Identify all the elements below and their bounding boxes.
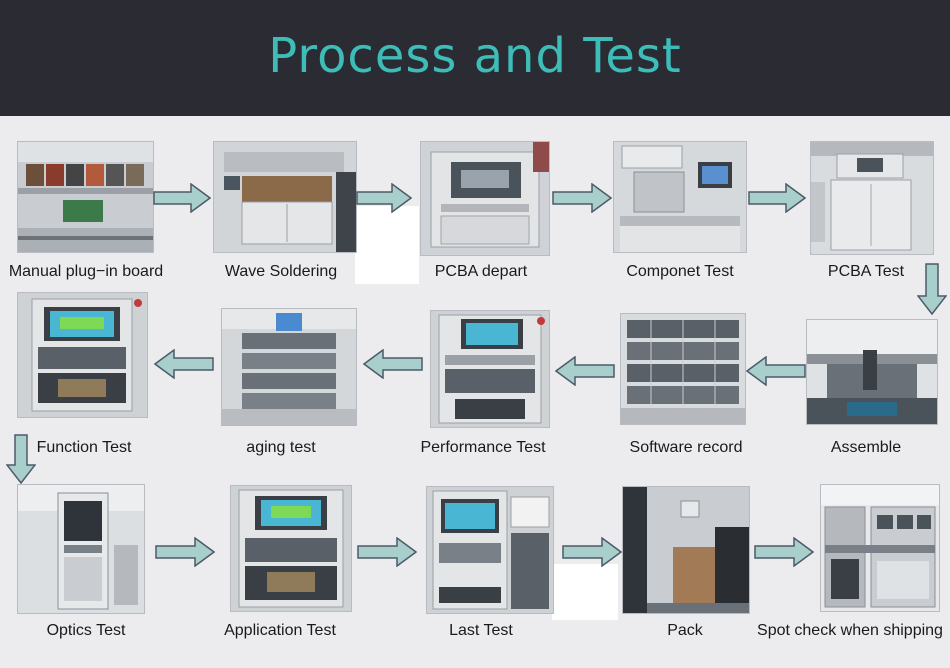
right-arrow-icon [748,183,806,213]
step-photo-componet-test [613,141,747,253]
step-label: Componet Test [626,263,734,280]
down-arrow-icon [6,434,36,484]
step-photo-performance-test [430,310,550,428]
step-label: Performance Test [420,439,546,456]
left-arrow-icon [555,356,615,386]
process-diagram: Manual plug−in board Wave Soldering PCBA [0,116,950,668]
step-photo-last-test [426,486,554,614]
blank-patch [552,564,618,620]
step-label: Manual plug−in board [8,263,164,280]
step-label: Wave Soldering [224,263,338,280]
right-arrow-icon [562,537,622,567]
right-arrow-icon [356,183,412,213]
step-label: Pack [667,622,703,639]
step-photo-function-test [17,292,148,418]
down-arrow-icon [917,263,947,315]
left-arrow-icon [154,349,214,379]
step-photo-pcba-test [810,141,934,255]
right-arrow-icon [155,537,215,567]
right-arrow-icon [153,183,211,213]
right-arrow-icon [552,183,612,213]
step-label: Assemble [830,439,902,456]
step-photo-wave-soldering [213,141,357,253]
step-label: Software record [629,439,743,456]
step-label: Last Test [449,622,513,639]
step-label: Function Test [36,439,132,456]
header-banner: Process and Test [0,0,950,116]
step-photo-assemble [806,319,938,425]
step-photo-manual-plug-in-board [17,141,154,253]
step-photo-application-test [230,485,352,612]
step-photo-software-record [620,313,746,425]
step-photo-spot-check-when-shipping [820,484,940,612]
left-arrow-icon [363,349,423,379]
step-photo-optics-test [17,484,145,614]
step-label: aging test [246,439,316,456]
step-label: Application Test [224,622,336,639]
step-label: Optics Test [46,622,126,639]
step-label: PCBA depart [434,263,528,280]
step-photo-pack [622,486,750,614]
step-photo-aging-test [221,308,357,426]
step-label: Spot check when shipping [757,622,943,639]
page-title: Process and Test [268,28,682,84]
right-arrow-icon [754,537,814,567]
right-arrow-icon [357,537,417,567]
blank-patch [355,206,419,284]
step-label: PCBA Test [827,263,905,280]
left-arrow-icon [746,356,806,386]
step-photo-pcba-depart [420,141,550,256]
